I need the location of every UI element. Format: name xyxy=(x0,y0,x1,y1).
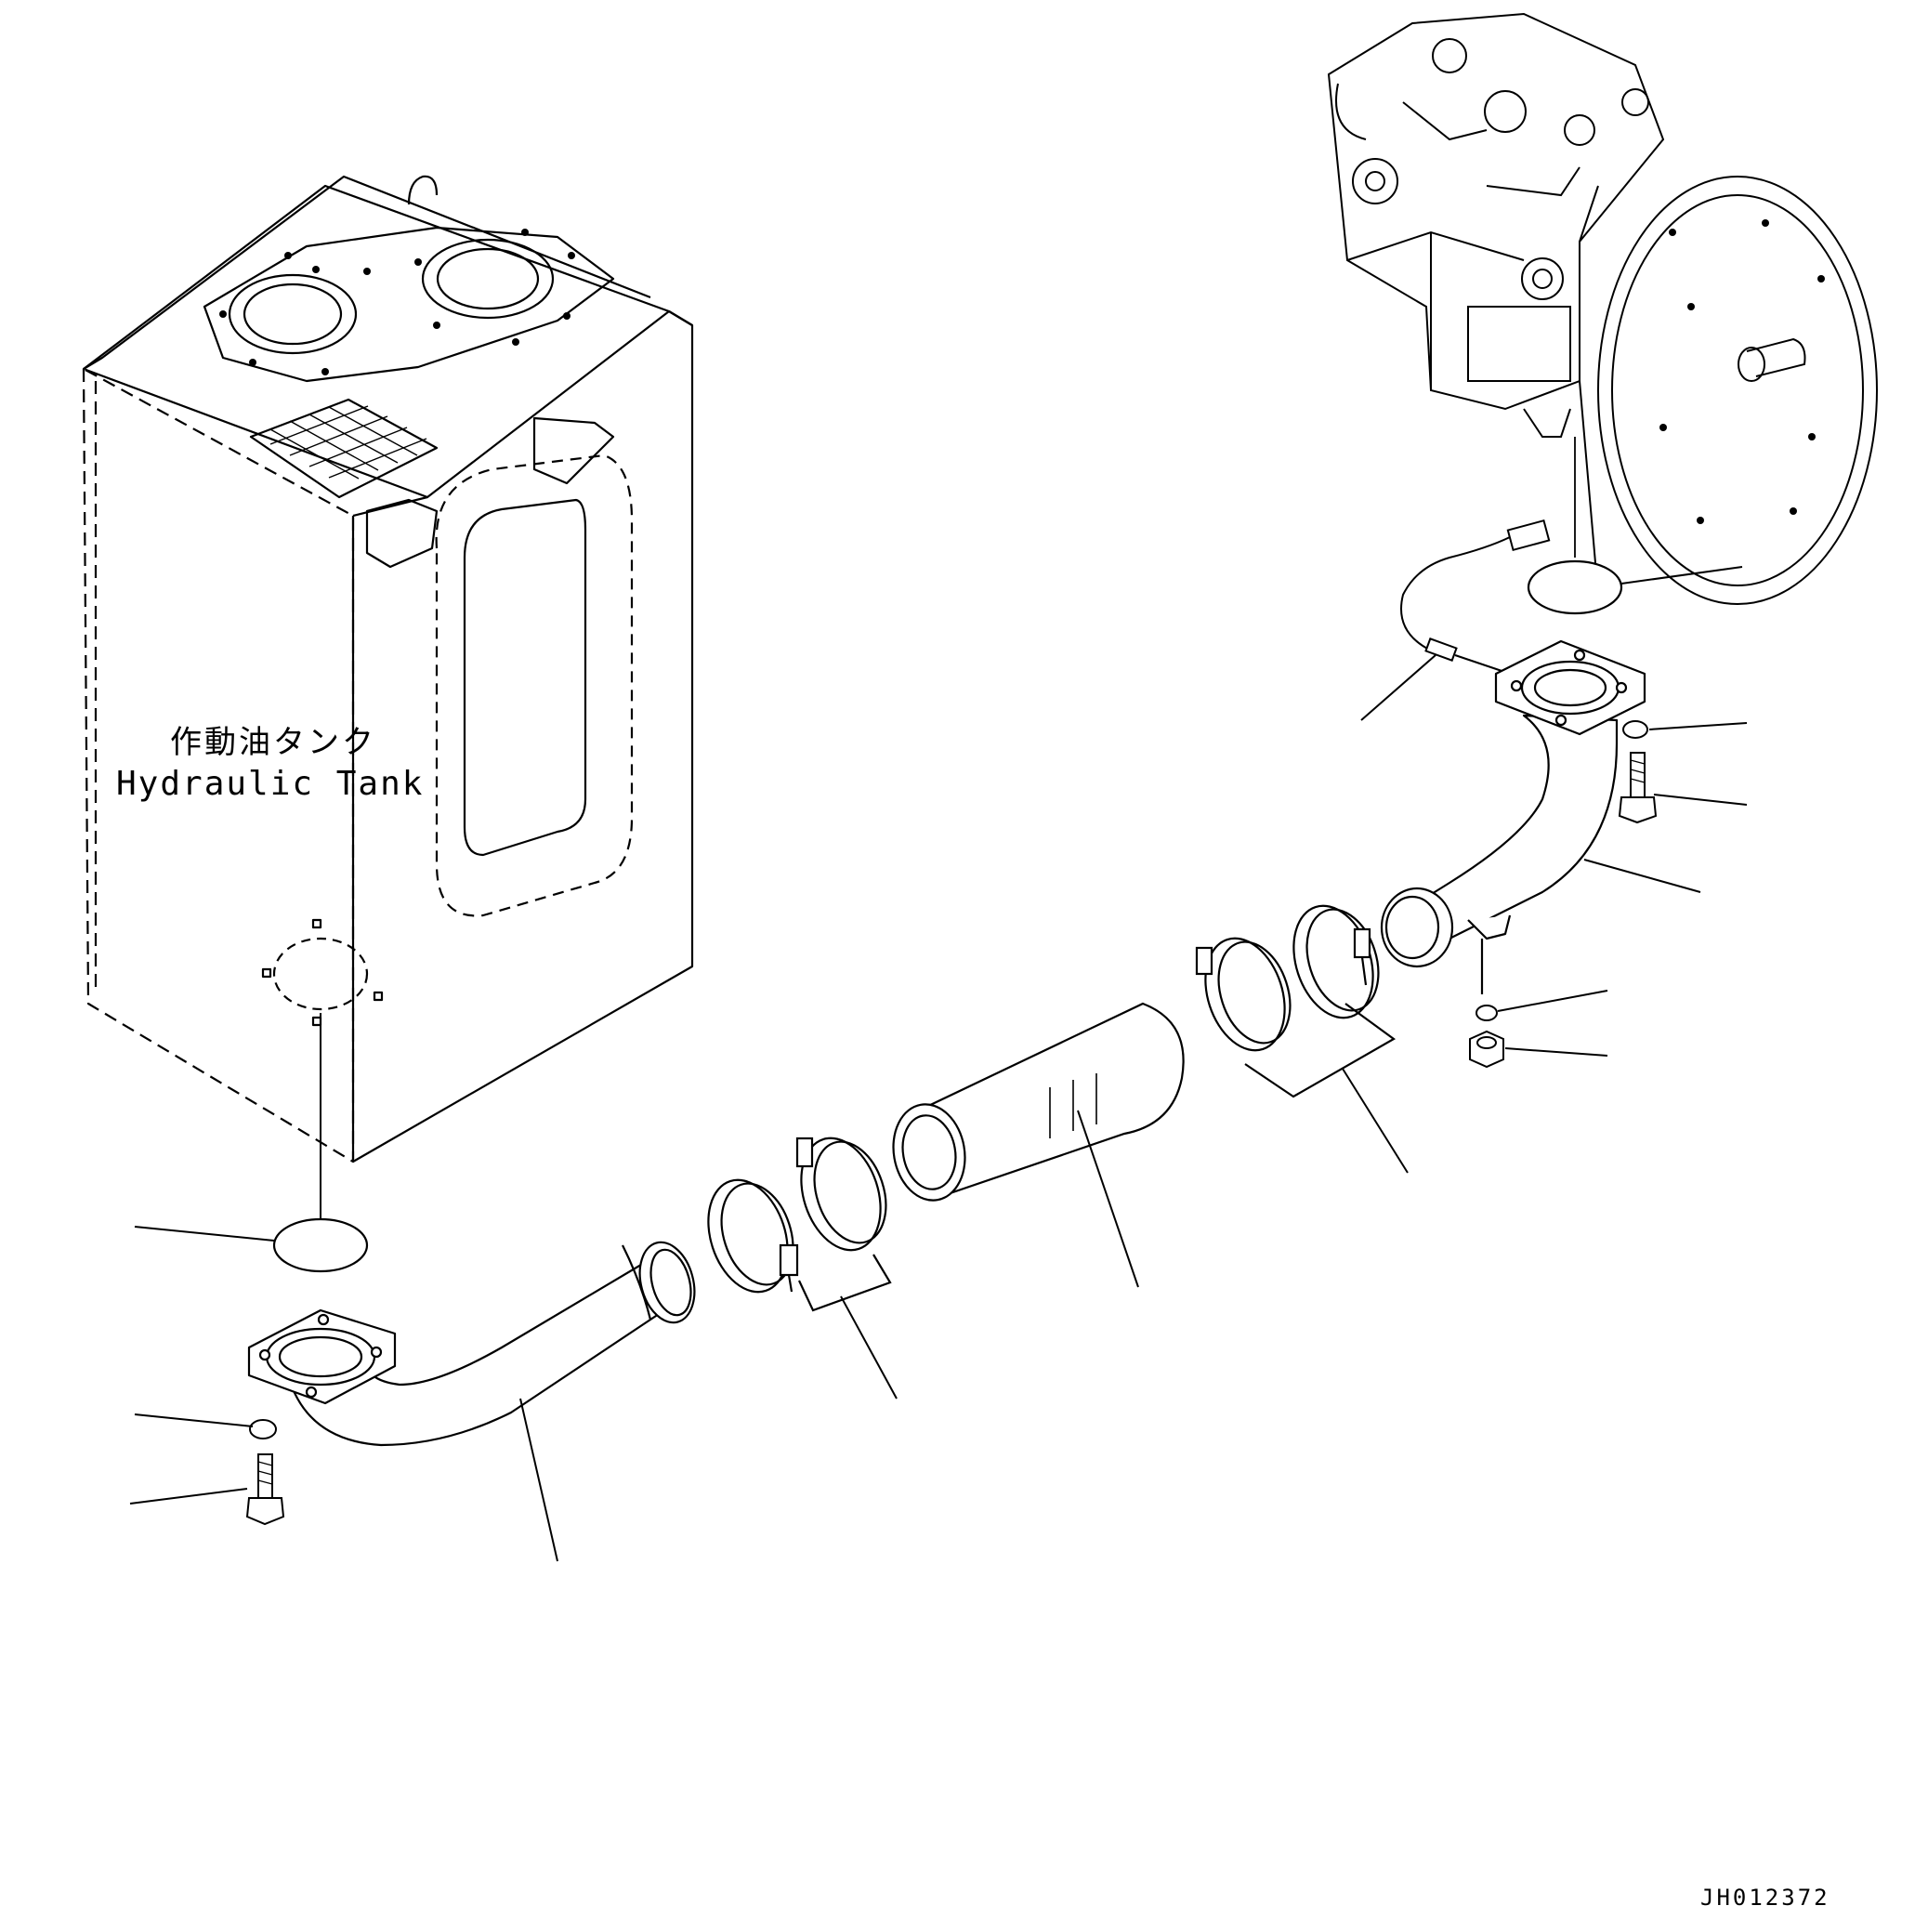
leader-lines xyxy=(129,566,1748,1562)
upper-washer xyxy=(1622,720,1648,739)
upper-bolt xyxy=(1618,752,1658,824)
lower-bolt xyxy=(245,1453,285,1526)
temperature-sensor xyxy=(1400,519,1551,679)
drawing-number: JH012372 xyxy=(1700,1885,1830,1911)
lower-gasket xyxy=(272,1217,369,1273)
hydraulic-pump xyxy=(1327,12,1878,605)
tank-label: 作動油タンク Hydraulic Tank xyxy=(116,724,424,803)
lower-elbow-pipe xyxy=(247,1241,696,1447)
tank-label-english: Hydraulic Tank xyxy=(116,765,424,803)
drain-o-ring xyxy=(1476,1005,1498,1021)
upper-gasket xyxy=(1527,559,1623,615)
lower-washer xyxy=(249,1419,277,1439)
drain-plug xyxy=(1469,1030,1504,1069)
tank-label-japanese: 作動油タンク xyxy=(170,724,376,761)
hose xyxy=(892,1002,1185,1202)
upper-elbow-pipe xyxy=(1380,639,1646,994)
upper-clamp-pair xyxy=(1195,904,1397,1098)
lower-clamp-pair xyxy=(707,1137,892,1312)
hydraulic-tank xyxy=(82,175,694,1163)
